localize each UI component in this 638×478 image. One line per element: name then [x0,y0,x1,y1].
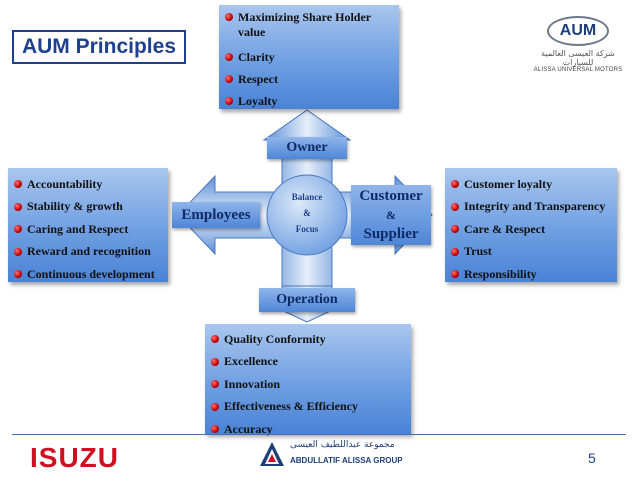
customer-values-box: Customer loyalty Integrity and Transpare… [445,168,617,282]
list-item: Responsibility [451,263,611,286]
bullet-icon [211,380,219,389]
group-name-english: ABDULLATIF ALISSA GROUP [290,456,403,465]
group-emblem-icon [260,442,284,466]
owner-values-box: Maximizing Share Holder value Clarity Re… [219,5,399,109]
customer-label-line-3: Supplier [363,225,419,242]
bullet-icon [451,270,459,279]
list-item: Customer loyalty [451,173,611,196]
bullet-icon [14,202,22,211]
bullet-icon [14,270,22,279]
list-item: Trust [451,241,611,264]
list-item: Innovation [211,373,405,396]
group-name-arabic: مجموعة عبداللطيف العيسى [290,440,395,450]
list-item: Effectiveness & Efficiency [211,396,405,419]
list-item: Integrity and Transparency [451,196,611,219]
list-item: Respect [225,68,393,90]
customer-supplier-label: Customer & Supplier [351,185,431,245]
employees-values-list: Accountability Stability & growth Caring… [14,173,162,286]
aum-logo-english: ALISSA UNIVERSAL MOTORS [533,67,623,73]
owner-values-list: Maximizing Share Holder value Clarity Re… [225,10,393,112]
employees-label: Employees [172,202,260,228]
bullet-icon [211,425,219,434]
aum-logo-arabic: شركة العيسى العالمية للسيارات [541,49,615,67]
center-circle [266,174,348,256]
list-item: Accountability [14,173,162,196]
operation-values-list: Quality Conformity Excellence Innovation… [211,328,405,441]
list-item: Clarity [225,46,393,68]
list-item: Caring and Respect [14,218,162,241]
aum-logo-mark: AUM [547,16,609,46]
list-item: Reward and recognition [14,241,162,264]
customer-label-line-2: & [386,207,396,222]
center-line-3: Focus [295,224,319,234]
bullet-icon [225,53,233,61]
operation-label: Operation [259,288,355,312]
bullet-icon [211,402,219,411]
bullet-icon [451,247,459,256]
list-item: Maximizing Share Holder value [225,10,393,46]
bullet-icon [211,335,219,344]
list-item: Continuous development [14,263,162,286]
aum-logo: AUM شركة العيسى العالمية للسيارات ALISSA… [528,16,628,78]
list-item: Excellence [211,351,405,374]
page-number: 5 [588,450,596,466]
bullet-icon [451,180,459,189]
list-item: Care & Respect [451,218,611,241]
list-item: Loyalty [225,90,393,112]
slide-title: AUM Principles [21,35,177,58]
bullet-icon [225,13,233,21]
bullet-icon [451,225,459,234]
footer-divider [12,434,626,435]
bullet-icon [225,75,233,83]
owner-label: Owner [267,137,347,159]
bullet-icon [451,202,459,211]
list-item: Quality Conformity [211,328,405,351]
bullet-icon [211,357,219,366]
customer-values-list: Customer loyalty Integrity and Transpare… [451,173,611,286]
center-label: Balance & Focus [267,189,347,237]
center-line-2: & [303,208,311,218]
isuzu-logo: ISUZU [30,442,119,473]
alissa-group-logo: مجموعة عبداللطيف العيسى ABDULLATIF ALISS… [258,438,403,472]
bullet-icon [225,97,233,105]
bullet-icon [14,225,22,234]
center-line-1: Balance [291,192,323,202]
bullet-icon [14,180,22,189]
slide-title-box: AUM Principles [12,30,186,64]
list-item: Stability & growth [14,196,162,219]
operation-values-box: Quality Conformity Excellence Innovation… [205,324,411,436]
employees-values-box: Accountability Stability & growth Caring… [8,168,168,282]
list-item: Accuracy [211,418,405,441]
bullet-icon [14,247,22,256]
customer-label-line-1: Customer [359,187,423,204]
